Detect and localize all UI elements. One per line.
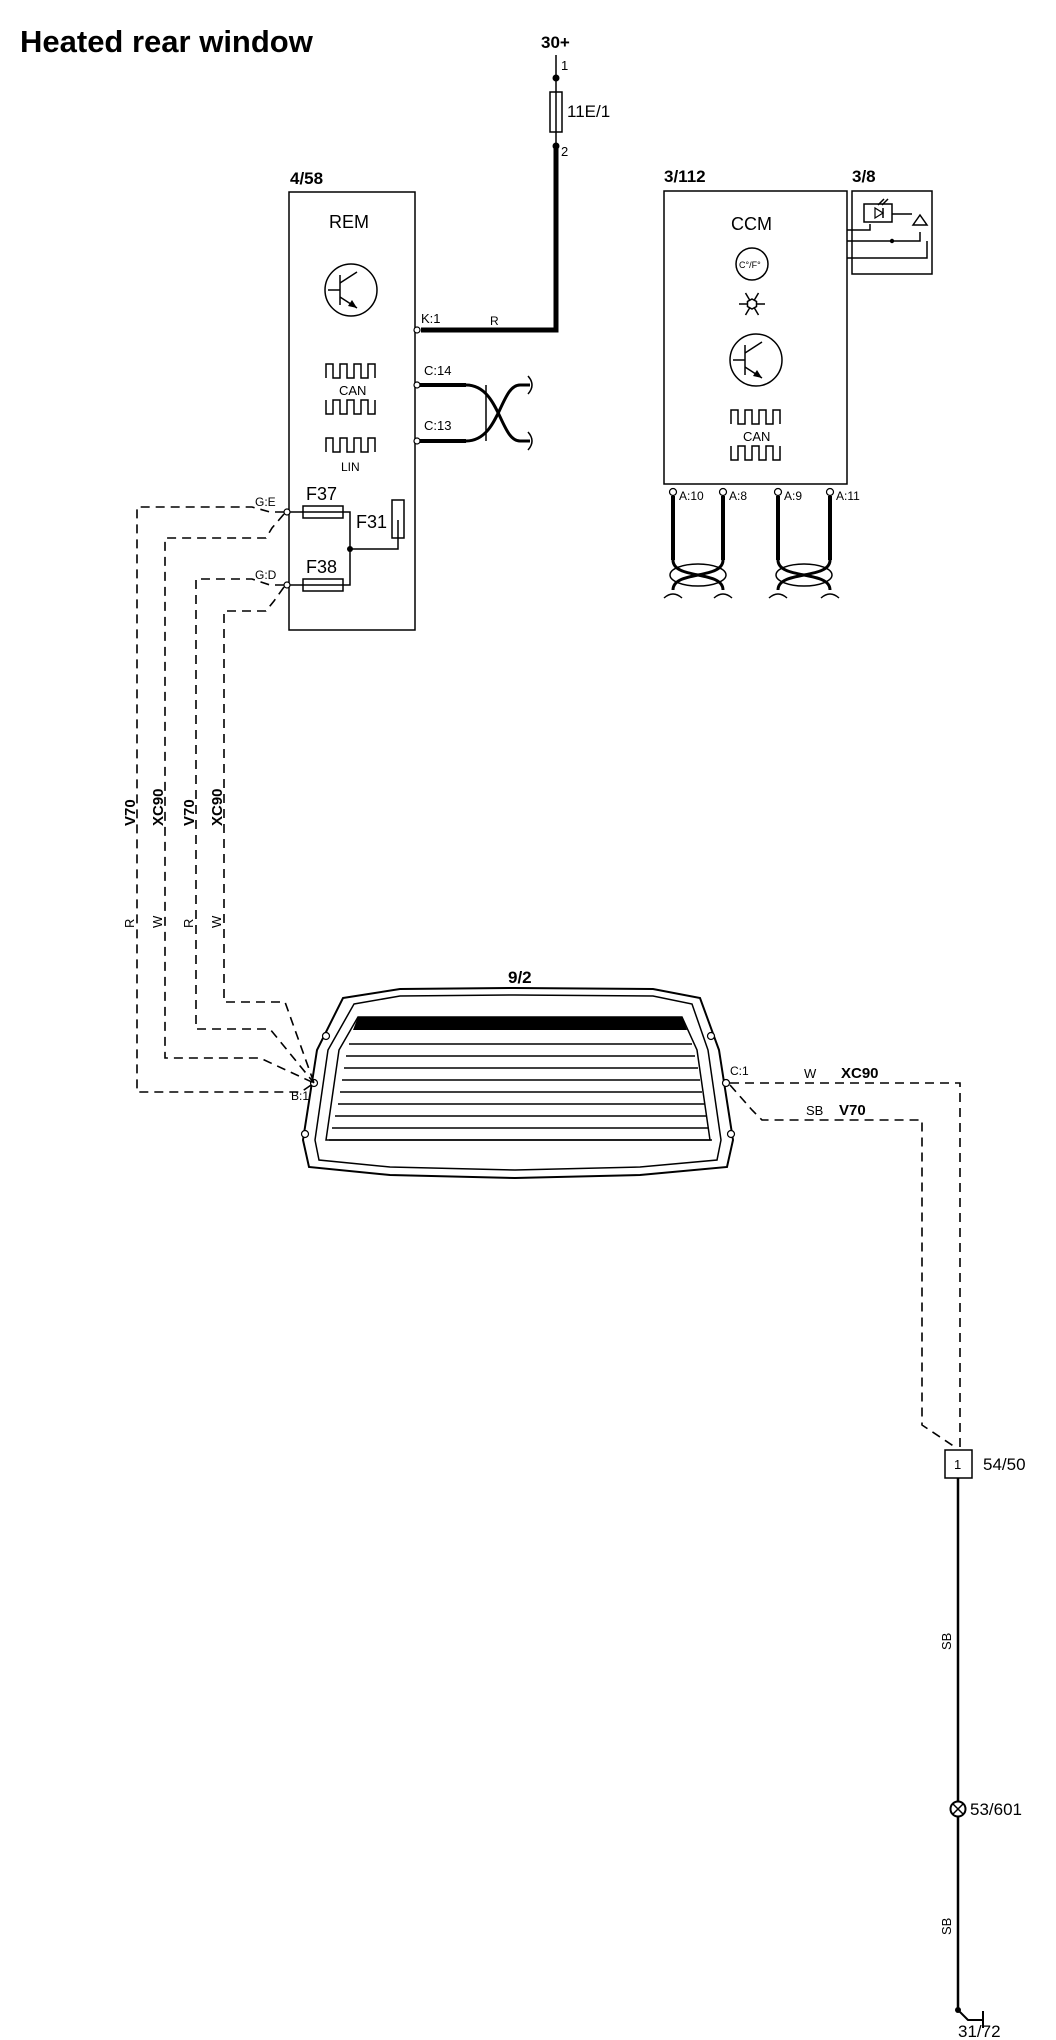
rem-can-label: CAN [339,383,366,398]
fuse-f31-label: F31 [356,512,387,532]
ground-point-53-601 [949,1800,967,1818]
rem-transistor-icon [324,263,378,317]
rem-pin-k1-label: K:1 [421,311,441,326]
ccm-pin-a8 [718,487,728,497]
sensor-symbol [847,198,929,259]
rem-pin-gd [283,581,291,589]
rem-module-box [288,191,416,631]
rem-pin-c14 [413,381,421,389]
fuse-pin2-label: 2 [561,144,568,159]
rem-can-twisted-pair [420,375,533,451]
wire-r-label-1: R [122,919,137,928]
ccm-pin-a10 [668,487,678,497]
ccm-pin-a11-label: A:11 [836,489,860,503]
wire-w-label-2: W [209,915,224,928]
ccm-pin-a9-label: A:9 [784,489,802,503]
rem-pin-c14-label: C:14 [424,363,451,378]
rear-window-pin-b1-label: B:1 [291,1089,309,1103]
ground-wire-color-upper: SB [939,1633,954,1650]
rem-pin-ge [283,508,291,516]
fuse-f37-label: F37 [306,484,337,504]
fuse-pin2-dot [552,142,560,150]
ccm-pin-a8-label: A:8 [729,489,747,503]
connector-pin-label: 1 [954,1457,961,1472]
ccm-can-twisted-pair-left [663,496,733,599]
diagram-title: Heated rear window [20,24,314,59]
wire-xc90-w-1 [164,513,315,1084]
ground-wire-color-lower: SB [939,1918,954,1935]
ground-label: 31/72 [958,2022,1001,2040]
rem-ref-label: 4/58 [290,169,323,188]
ccm-ref-label: 3/112 [664,167,706,186]
rem-lin-label: LIN [341,460,360,474]
sensor-box [851,190,933,275]
rear-window-pin-c1 [721,1078,731,1088]
ground-31-72-symbol [957,2009,984,2028]
rem-name: REM [329,212,369,232]
ground-point-label: 53/601 [970,1800,1022,1819]
ccm-pin-a9 [773,487,783,497]
rear-window-pin-c1-label: C:1 [730,1064,749,1078]
wire-r-to-rem-k1 [421,148,559,333]
rear-window-heater [300,986,736,1180]
ccm-pin-a10-label: A:10 [679,489,704,503]
rem-pin-c13-label: C:13 [424,418,451,433]
fuse-f31-symbol [391,499,405,539]
ccm-temp-unit: C°/F° [739,260,761,270]
ccm-module-box [663,190,848,485]
rem-can-signal-icon [325,363,376,415]
ccm-can-label: CAN [743,429,770,444]
ccm-pin-a11 [825,487,835,497]
wire-xc90-w-right [730,1082,961,1447]
rem-lin-signal-icon [325,437,376,453]
rem-pin-gd-label: G:D [255,568,277,582]
fuse-11e1-label: 11E/1 [567,102,610,121]
wire-v70-label-2: V70 [181,799,198,826]
f31-feed-wire [350,520,399,550]
wire-w-label-right: W [804,1066,817,1081]
connector-ref-label: 54/50 [983,1455,1026,1474]
wire-r-label: R [490,314,499,328]
wire-w-label-1: W [150,915,165,928]
supply-30-label: 30+ [541,33,570,52]
wire-xc90-label-right: XC90 [841,1065,879,1082]
ccm-transistor-icon [729,333,783,387]
wire-sb-label-right: SB [806,1103,823,1118]
wire-v70-r-2 [195,578,315,1084]
sensor-ref-label: 3/8 [852,167,876,186]
ccm-temp-icon [735,247,769,281]
ccm-can-twisted-pair-right [768,496,840,599]
fuse-pin1-label: 1 [561,58,568,73]
wire-v70-label-1: V70 [122,799,139,826]
fuse-f38-label: F38 [306,557,337,577]
rem-pin-c13 [413,437,421,445]
rem-pin-ge-label: G:E [255,495,276,509]
wire-xc90-label-2: XC90 [209,788,226,826]
wire-xc90-label-1: XC90 [150,788,167,826]
wire-xc90-w-2 [223,586,315,1084]
rem-pin-k1 [413,326,421,334]
wire-v70-label-right: V70 [839,1102,866,1119]
wire-v70-sb-right [729,1084,956,1448]
wire-r-label-2: R [181,919,196,928]
rear-window-ref-label: 9/2 [508,968,532,987]
ccm-snowflake-icon [739,292,765,316]
ccm-can-signal-icon [730,409,781,461]
ccm-name: CCM [731,214,772,234]
